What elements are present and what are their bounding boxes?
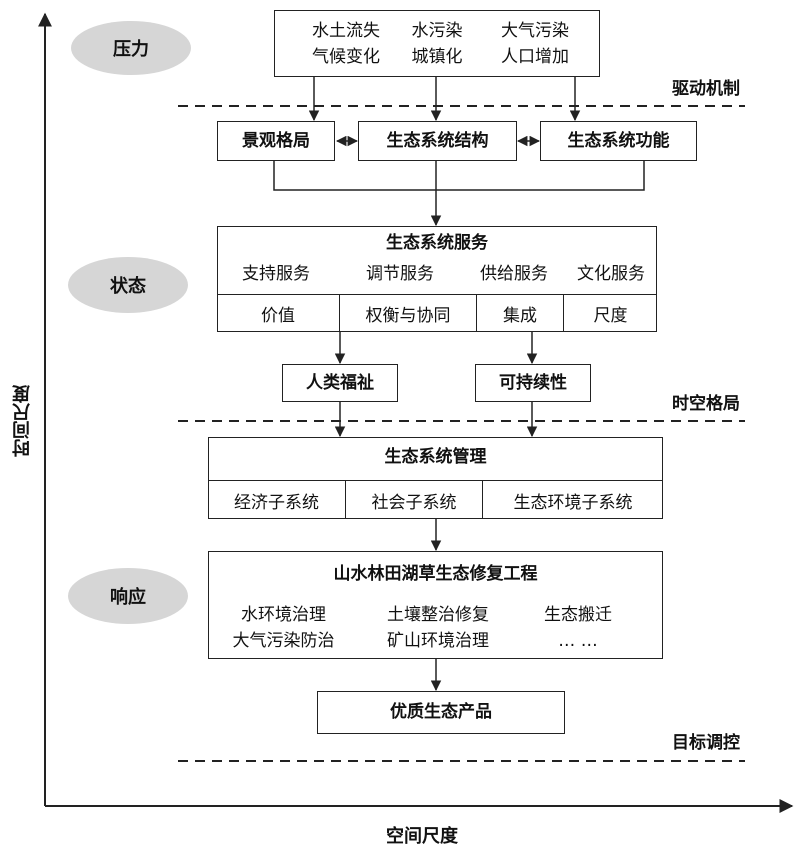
restoration-measure: 土壤整治修复: [387, 605, 489, 625]
ecosystem-management-box: [208, 437, 663, 519]
service-type: 调节服务: [366, 264, 434, 284]
human-wellbeing-box: [282, 364, 398, 402]
restoration-measure: … …: [558, 631, 598, 651]
stage-pressure: 压力: [71, 21, 191, 75]
restoration-measure: 大气污染防治: [232, 631, 335, 651]
ecological-product-box: [317, 691, 565, 734]
management-subsystem: 生态环境子系统: [482, 481, 663, 519]
service-aspects-row: 价值 权衡与协同 集成 尺度: [217, 294, 657, 332]
landscape-pattern-box: [217, 121, 335, 161]
stage-state: 状态: [68, 257, 188, 313]
human-wellbeing-label: 人类福祉: [306, 373, 374, 393]
management-subsystems-row: 经济子系统 社会子系统 生态环境子系统: [208, 480, 663, 519]
sustainability-box: [475, 364, 591, 402]
layer-label-target: 目标调控: [672, 733, 740, 753]
restoration-measure: 水环境治理: [241, 605, 326, 625]
management-subsystem: 经济子系统: [234, 492, 319, 513]
ecosystem-services-box: [217, 226, 657, 332]
ecosystem-structure-box: [358, 121, 517, 161]
connector-structure-bracket: [273, 161, 645, 191]
service-aspect: 尺度: [563, 295, 657, 332]
pressure-item: 城镇化: [411, 47, 463, 67]
pressure-item: 水土流失: [312, 21, 380, 41]
ecosystem-function-box: [540, 121, 697, 161]
pressure-item: 水污染: [411, 21, 463, 41]
service-aspect: 集成: [476, 295, 563, 332]
pressure-item: 大气污染: [501, 21, 569, 41]
ecosystem-structure-label: 生态系统结构: [386, 131, 489, 151]
y-axis-label: 时间尺度: [12, 385, 33, 457]
service-type: 文化服务: [577, 264, 645, 284]
restoration-project-title: 山水林田湖草生态修复工程: [333, 564, 538, 584]
pressure-box: [274, 10, 600, 77]
service-aspect: 价值: [261, 306, 295, 326]
layer-label-driving: 驱动机制: [672, 79, 740, 99]
landscape-pattern-label: 景观格局: [242, 131, 310, 151]
service-type: 支持服务: [242, 264, 310, 284]
restoration-measure: 矿山环境治理: [387, 631, 489, 651]
restoration-project-box: [208, 551, 663, 659]
management-subsystem: 社会子系统: [345, 481, 482, 519]
x-axis-label: 空间尺度: [386, 826, 458, 847]
ecosystem-function-label: 生态系统功能: [567, 131, 670, 151]
pressure-item: 气候变化: [312, 47, 380, 67]
layer-label-pattern: 时空格局: [672, 394, 740, 414]
restoration-measure: 生态搬迁: [544, 605, 612, 625]
service-aspect: 权衡与协同: [339, 295, 476, 332]
service-type: 供给服务: [480, 264, 548, 284]
ecosystem-services-title: 生态系统服务: [386, 233, 488, 253]
pressure-item: 人口增加: [501, 47, 569, 67]
ecosystem-management-title: 生态系统管理: [384, 447, 487, 467]
stage-response: 响应: [68, 568, 188, 624]
ecological-product-label: 优质生态产品: [390, 702, 492, 722]
sustainability-label: 可持续性: [499, 373, 567, 393]
